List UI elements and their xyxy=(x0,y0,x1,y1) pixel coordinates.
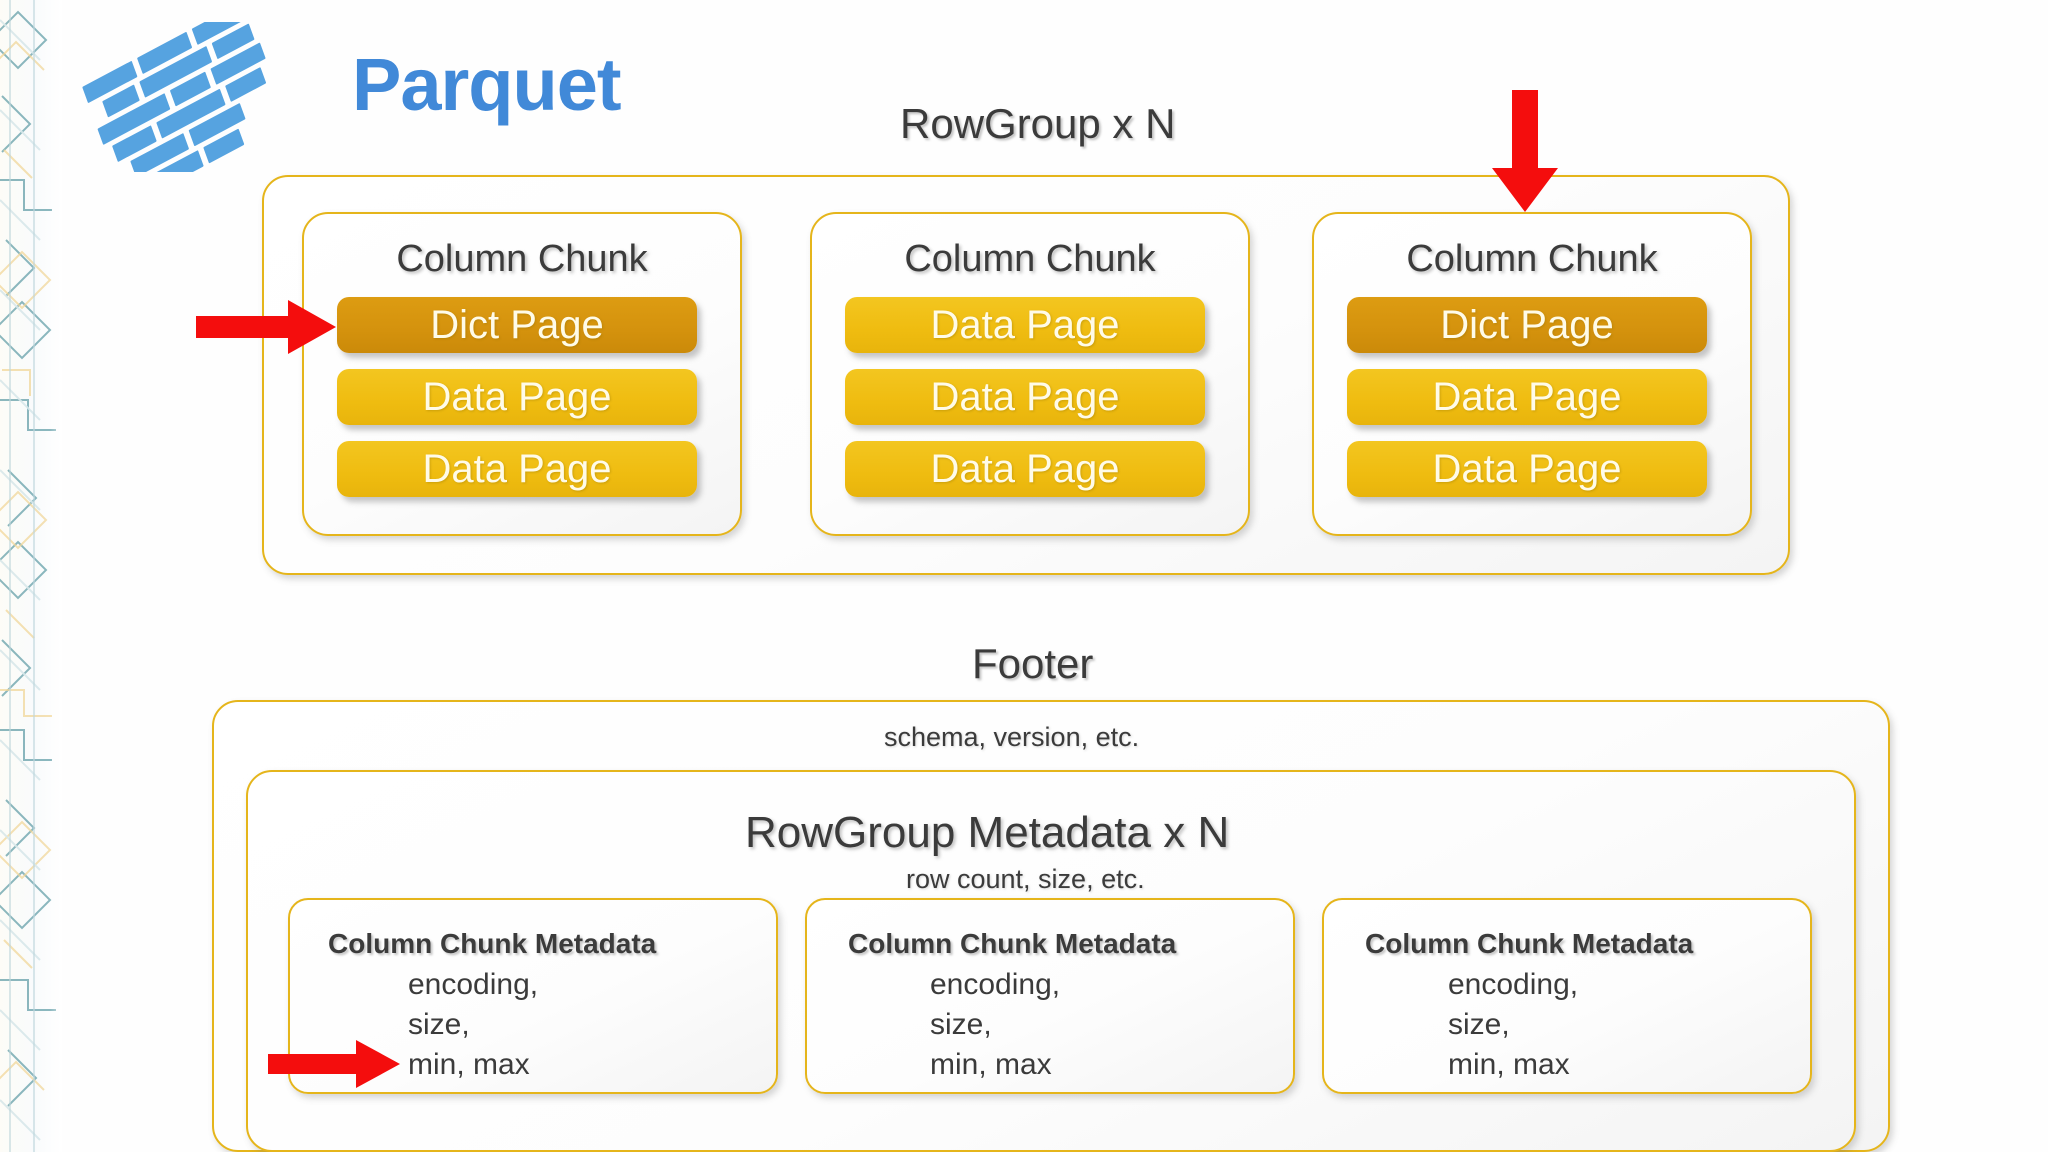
column-chunk-metadata-box-3 xyxy=(1322,898,1812,1094)
rowgroup-caption: RowGroup x N xyxy=(900,100,1176,147)
data-page-pill-1-1[interactable]: Data Page xyxy=(337,369,697,425)
ccm-line-3-2: min, max xyxy=(1448,1048,1570,1081)
down-arrow-icon-rowgroup xyxy=(1492,90,1558,217)
column-chunk-title-1: Column Chunk xyxy=(396,238,648,280)
circuit-pattern-icon xyxy=(0,0,56,1152)
rowgroup-metadata-note: row count, size, etc. xyxy=(906,864,1145,894)
data-page-pill-3-2[interactable]: Data Page xyxy=(1347,441,1707,497)
data-page-pill-2-2[interactable]: Data Page xyxy=(845,441,1205,497)
rowgroup-metadata-title: RowGroup Metadata x N xyxy=(745,808,1230,857)
footer-schema-note: schema, version, etc. xyxy=(884,722,1140,752)
column-chunk-metadata-title-3: Column Chunk Metadata xyxy=(1365,928,1694,959)
ccm-line-3-1: size, xyxy=(1448,1008,1510,1041)
column-chunk-metadata-box-2 xyxy=(805,898,1295,1094)
ccm-line-1-0: encoding, xyxy=(408,968,539,1001)
parquet-logo xyxy=(78,2,296,191)
column-chunk-metadata-title-1: Column Chunk Metadata xyxy=(328,928,657,959)
ccm-line-3-0: encoding, xyxy=(1448,968,1579,1001)
ccm-line-2-2: min, max xyxy=(930,1048,1052,1081)
decorative-circuit-strip xyxy=(0,0,62,1152)
ccm-line-1-1: size, xyxy=(408,1008,470,1041)
dict-page-pill-1[interactable]: Dict Page xyxy=(337,297,697,353)
column-chunk-title-3: Column Chunk xyxy=(1406,238,1658,280)
column-chunk-metadata-title-2: Column Chunk Metadata xyxy=(848,928,1177,959)
data-page-pill-3-1[interactable]: Data Page xyxy=(1347,369,1707,425)
column-chunk-title-2: Column Chunk xyxy=(904,238,1156,280)
data-page-pill-2-1[interactable]: Data Page xyxy=(845,369,1205,425)
ccm-line-1-2: min, max xyxy=(408,1048,530,1081)
ccm-line-2-0: encoding, xyxy=(930,968,1061,1001)
data-page-pill-2-0[interactable]: Data Page xyxy=(845,297,1205,353)
footer-caption: Footer xyxy=(972,640,1094,687)
dict-page-pill-3[interactable]: Dict Page xyxy=(1347,297,1707,353)
right-arrow-icon-min-max xyxy=(268,1040,400,1093)
page-title: Parquet xyxy=(352,43,622,126)
strip-fade-overlay xyxy=(50,0,62,1152)
data-page-pill-1-2[interactable]: Data Page xyxy=(337,441,697,497)
ccm-line-2-1: size, xyxy=(930,1008,992,1041)
right-arrow-icon-dict-page xyxy=(196,300,336,359)
